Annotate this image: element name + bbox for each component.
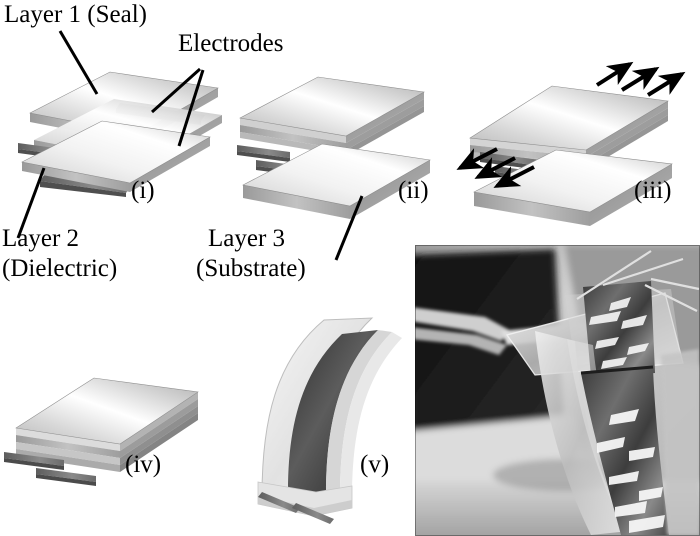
- stretch-arrows-lower-left: [456, 147, 535, 188]
- panel-label-v: (v): [360, 451, 390, 478]
- panel-v-base-front: [258, 496, 352, 516]
- panel-v-right-rim: [340, 332, 402, 498]
- panel-iii-graphic: [456, 61, 686, 226]
- panel-ii-bonded-stack: [239, 76, 425, 156]
- panel-iv-electrode-tabs: [4, 452, 96, 486]
- panel-ii-graphic: [237, 76, 431, 261]
- label-layer2-line1: Layer 2: [2, 225, 80, 252]
- panel-label-iii: (iii): [634, 177, 672, 204]
- panel-v-inner-edge: [326, 330, 392, 496]
- panel-i-graphic: [16, 30, 222, 239]
- panel-iv-graphic: [4, 377, 199, 486]
- label-layer2-line2: (Dielectric): [2, 255, 118, 282]
- panel-i-layer2-dielectric: [21, 120, 211, 192]
- panel-ii-layer3-substrate: [242, 143, 431, 219]
- label-layer1: Layer 1 (Seal): [4, 1, 147, 28]
- leader-line-layer2: [16, 167, 46, 239]
- panel-label-ii: (ii): [398, 177, 429, 204]
- metallic-film-on-strip: [580, 365, 669, 535]
- label-layer3-line1: Layer 3: [208, 225, 286, 252]
- label-layer3-line2: (Substrate): [196, 255, 306, 282]
- wire-leads: [576, 250, 700, 312]
- panel-v-dielectric-face: [288, 330, 378, 494]
- leader-line-layer1: [58, 30, 99, 95]
- panel-label-i: (i): [131, 177, 155, 204]
- panel-v-electrode-tabs: [258, 492, 334, 524]
- leader-line-electrodes-b: [177, 69, 205, 147]
- device-photograph-content: [415, 245, 700, 536]
- stretch-arrows-upper-right: [595, 61, 686, 97]
- label-electrodes: Electrodes: [178, 30, 284, 57]
- device-photograph: [415, 245, 700, 536]
- leader-line-electrodes-a: [150, 67, 202, 114]
- panel-iii-layer3-substrate: [473, 149, 673, 226]
- electrode-patch-upper: [583, 281, 655, 377]
- panel-v-graphic: [257, 317, 402, 524]
- panel-label-iv: (iv): [125, 451, 162, 478]
- leader-line-layer3: [334, 195, 364, 261]
